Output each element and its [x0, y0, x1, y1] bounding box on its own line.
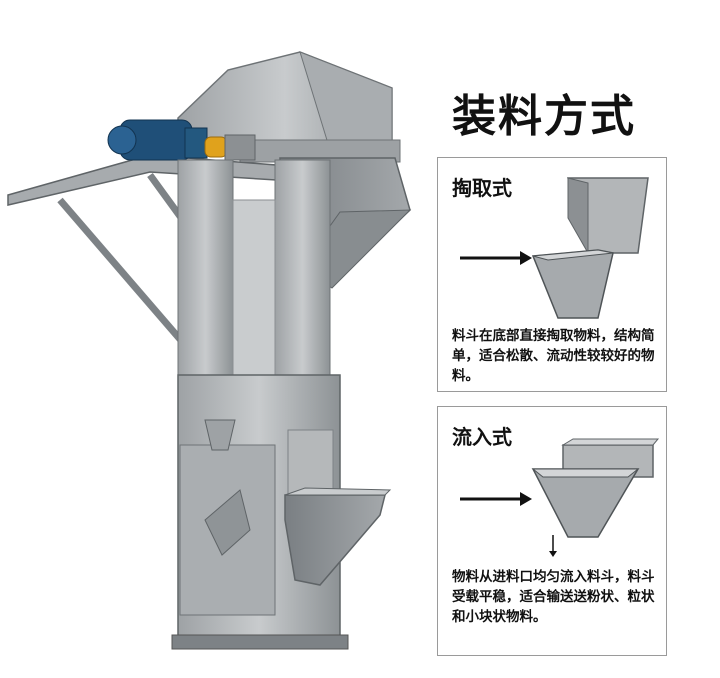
casing-gap	[232, 199, 276, 381]
method-description: 料斗在底部直接掏取物料，结构简单，适合松散、流动性较较好的物料。	[452, 328, 655, 384]
casing-right	[274, 159, 331, 381]
motor-end	[107, 125, 137, 155]
inflow-diagram	[460, 438, 660, 557]
method-title: 掏取式	[452, 176, 512, 200]
bucket-icon	[531, 249, 614, 319]
feed-inlet-top	[284, 487, 392, 496]
drive-platform	[7, 154, 277, 206]
casing-left	[177, 159, 234, 381]
method-title: 流入式	[452, 425, 512, 449]
base-plate	[171, 634, 349, 650]
boot-hopper-small	[204, 419, 236, 451]
internal-bucket	[204, 489, 251, 556]
dredging-diagram	[460, 177, 649, 319]
page-title: 装料方式	[452, 91, 636, 142]
method-panel-dredging: 掏取式 料斗在底部直接掏取物料，结构简单，适合松散、流动性较较好的物料。	[437, 157, 667, 392]
shaft-housing	[224, 134, 256, 161]
bucket-elevator-illustration	[7, 51, 412, 650]
coupling	[204, 136, 228, 158]
method-panel-inflow: 流入式 物料从进料口均匀流入料斗，料斗受载平稳，适合输送送粉状、粒状和小块状物料…	[437, 406, 667, 656]
gearbox	[184, 127, 208, 159]
platform-brace-1	[57, 197, 188, 348]
bucket-icon	[531, 468, 640, 538]
method-description: 物料从进料口均匀流入料斗，料斗受载平稳，适合输送送粉状、粒状和小块状物料。	[452, 569, 655, 625]
